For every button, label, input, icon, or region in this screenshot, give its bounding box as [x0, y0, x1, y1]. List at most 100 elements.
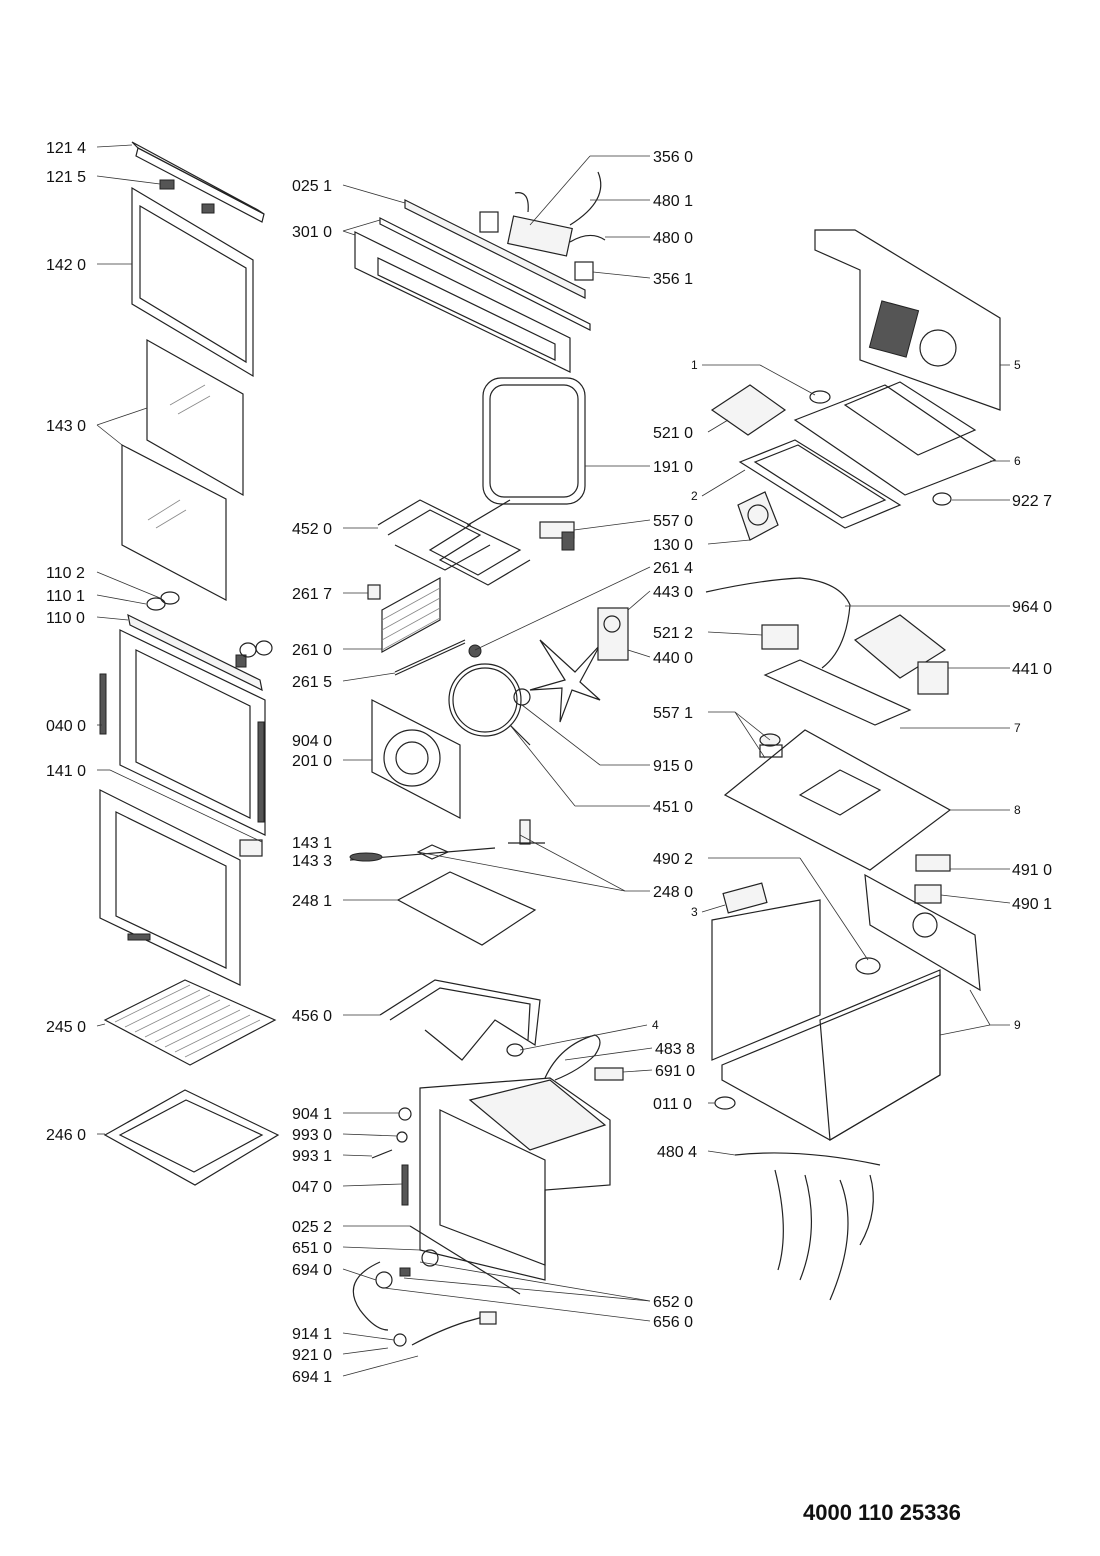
leader-lines: [96, 144, 1011, 1377]
label-694-1: 694 1: [292, 1369, 332, 1386]
fan-blade: [529, 639, 601, 723]
grill-pan-support: [396, 871, 537, 946]
label-141-0: 141 0: [46, 763, 86, 780]
label-3: 3: [691, 905, 698, 919]
label-143-3: 143 3: [292, 853, 332, 870]
label-914-1: 914 1: [292, 1326, 332, 1343]
fan-motor: [597, 607, 629, 661]
drain-pipe: [705, 577, 851, 669]
label-110-0: 110 0: [46, 610, 85, 627]
cooling-fan-bracket: [738, 439, 902, 529]
label-441-0: 441 0: [1012, 661, 1052, 678]
wiring-harness: [734, 1152, 881, 1301]
electronic-board: [710, 384, 787, 436]
sensor-box: [761, 624, 799, 650]
bottom-heating-element: [379, 979, 541, 1061]
label-656-0: 656 0: [653, 1314, 693, 1331]
label-922-7: 922 7: [1012, 493, 1052, 510]
label-694-0: 694 0: [292, 1262, 332, 1279]
label-6: 6: [1014, 454, 1021, 468]
lamp-cover: [468, 644, 482, 658]
baking-tray: [103, 1089, 280, 1186]
label-993-1: 993 1: [292, 1148, 332, 1165]
spit-rotisserie: [349, 819, 545, 862]
socket-cover: [722, 882, 768, 914]
label-8: 8: [1014, 803, 1021, 817]
label-557-0: 557 0: [653, 513, 693, 530]
bottom-plate: [723, 729, 952, 871]
label-025-1: 025 1: [292, 178, 332, 195]
label-480-1: 480 1: [653, 193, 693, 210]
label-904-0: 904 0: [292, 733, 332, 750]
label-025-2: 025 2: [292, 1219, 332, 1236]
inner-door-glass-panels: [121, 338, 244, 601]
label-490-2: 490 2: [653, 851, 693, 868]
label-9: 9: [1014, 1018, 1021, 1032]
lamp-socket: [714, 1096, 736, 1110]
label-521-0: 521 0: [653, 425, 693, 442]
label-691-0: 691 0: [655, 1063, 695, 1080]
top-heating-element: [377, 499, 531, 586]
label-904-1: 904 1: [292, 1106, 332, 1123]
thermal-cutout: [759, 733, 783, 758]
label-248-1: 248 1: [292, 893, 332, 910]
label-5: 5: [1014, 358, 1021, 372]
oven-cavity: [419, 1077, 611, 1281]
label-490-1: 490 1: [1012, 896, 1052, 913]
label-2: 2: [691, 489, 698, 503]
control-panel-trim: [404, 199, 586, 299]
label-301-0: 301 0: [292, 224, 332, 241]
door-top-trim: [131, 141, 265, 223]
oven-gasket: [482, 377, 586, 505]
label-491-0: 491 0: [1012, 862, 1052, 879]
label-143-0: 143 0: [46, 418, 86, 435]
door-outer-panel: [99, 789, 241, 986]
door-handle: [127, 613, 273, 692]
label-047-0: 047 0: [292, 1179, 332, 1196]
cooling-fan: [737, 491, 779, 541]
cavity-small-parts: [371, 1107, 521, 1295]
label-440-0: 440 0: [653, 650, 693, 667]
hinge-washers: [146, 591, 180, 611]
label-456-0: 456 0: [292, 1008, 332, 1025]
label-130-0: 130 0: [653, 537, 693, 554]
tangential-fan: [853, 614, 949, 695]
label-143-1: 143 1: [292, 835, 332, 852]
back-panel: [814, 229, 1001, 411]
sensor-cap: [809, 390, 831, 404]
fan-cover: [371, 699, 461, 819]
label-121-5: 121 5: [46, 169, 86, 186]
label-521-2: 521 2: [653, 625, 693, 642]
label-110-1: 110 1: [46, 588, 85, 605]
top-cover-plate: [793, 381, 997, 496]
label-201-0: 201 0: [292, 753, 332, 770]
label-261-5: 261 5: [292, 674, 332, 691]
door-inner-frame: [99, 629, 266, 857]
part-labels: 121 4 121 5 142 0 143 0 110 2 110 1 110 …: [46, 140, 1052, 1386]
label-483-8: 483 8: [655, 1041, 695, 1058]
control-panel: [354, 217, 591, 373]
circular-heating-element: [448, 663, 531, 746]
display-board: [479, 171, 606, 281]
document-number: 4000 110 25336: [803, 1500, 961, 1525]
label-142-0: 142 0: [46, 257, 86, 274]
label-451-0: 451 0: [653, 799, 693, 816]
housing-frame: [711, 899, 941, 1142]
label-651-0: 651 0: [292, 1240, 332, 1257]
label-480-0: 480 0: [653, 230, 693, 247]
label-110-2: 110 2: [46, 565, 85, 582]
terminal-block: [915, 854, 951, 872]
outer-door-glass: [131, 186, 254, 378]
thermostat-sensor: [539, 521, 575, 551]
fan-guard-ring: [855, 957, 881, 975]
label-921-0: 921 0: [292, 1347, 332, 1364]
label-248-0: 248 0: [653, 884, 693, 901]
label-915-0: 915 0: [653, 758, 693, 775]
rubber-grommet: [932, 492, 952, 506]
label-121-4: 121 4: [46, 140, 86, 157]
label-356-0: 356 0: [653, 149, 693, 166]
lamp-assembly: [352, 1249, 497, 1347]
label-4: 4: [652, 1018, 659, 1032]
oven-rack: [103, 979, 277, 1066]
